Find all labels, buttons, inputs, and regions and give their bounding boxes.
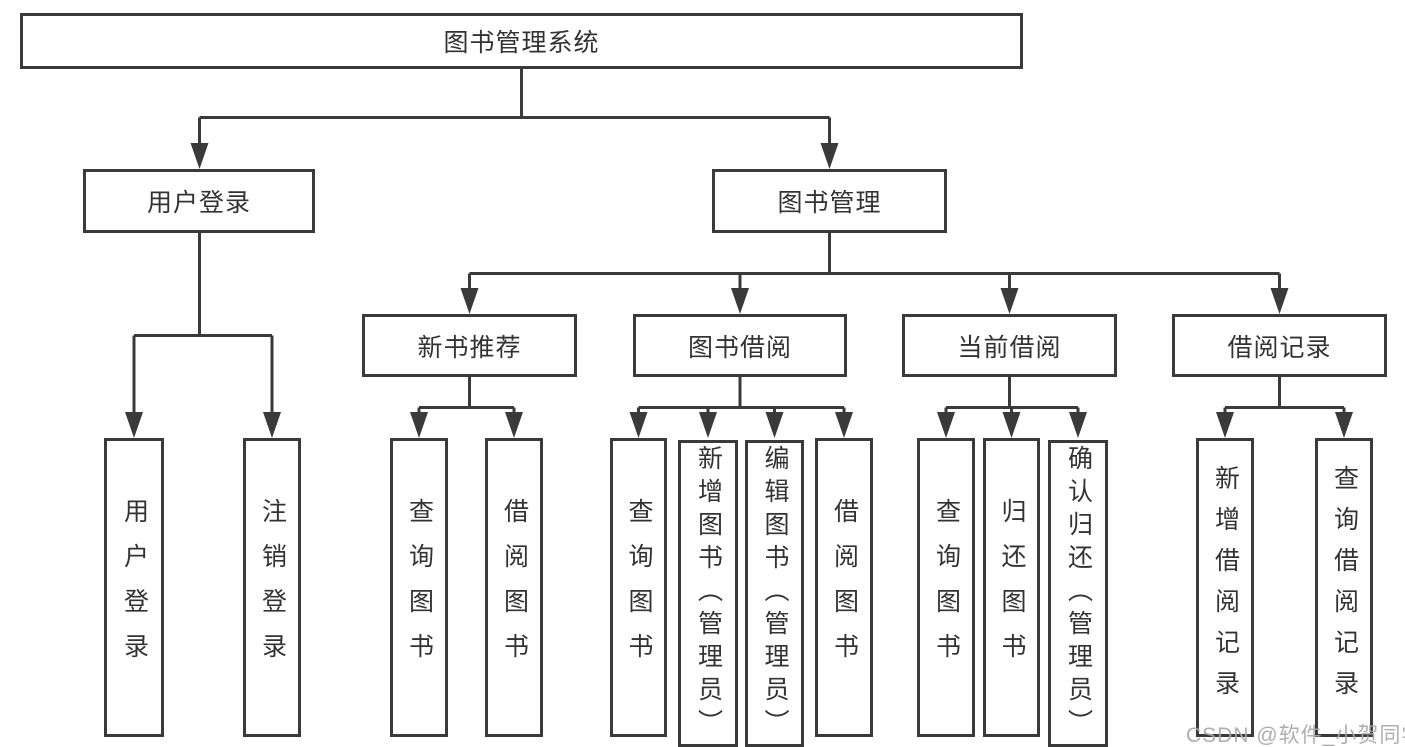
leaf-query-books-borrow: 查询图书 [610, 438, 667, 737]
arrowhead-down-icon [1002, 412, 1021, 438]
arrowhead-down-icon [1000, 288, 1019, 314]
arrowhead-down-icon [835, 412, 853, 438]
leaf-label: 新增借阅记录 [1211, 464, 1240, 711]
leaf-label: 借阅图书 [500, 497, 529, 678]
arrowhead-down-icon [1270, 288, 1289, 314]
node-label: 新书推荐 [417, 333, 522, 362]
node-borrow-records: 借阅记录 [1172, 314, 1387, 377]
node-label: 借阅记录 [1227, 333, 1332, 362]
leaf-add-borrow-record: 新增借阅记录 [1196, 438, 1254, 737]
arrowhead-down-icon [1069, 412, 1087, 438]
leaf-label: 归还图书 [998, 497, 1026, 678]
node-label: 图书借阅 [687, 333, 792, 362]
leaf-logout: 注销登录 [243, 438, 301, 737]
leaf-label: 查询图书 [932, 497, 961, 678]
leaf-borrow-books: 借阅图书 [815, 438, 873, 737]
edge-user-login-to-leaves [132, 233, 274, 415]
node-new-book-recommend: 新书推荐 [362, 314, 577, 377]
leaf-label: 借阅图书 [830, 497, 859, 678]
arrowhead-down-icon [190, 143, 209, 169]
leaf-edit-book-admin: 编辑图书（管理员） [745, 440, 804, 747]
leaf-label: 用户登录 [120, 497, 149, 678]
edge-book-borrow-to-leaves [637, 377, 846, 415]
edge-current-borrow-to-leaves [944, 377, 1080, 415]
arrowhead-down-icon [731, 288, 749, 314]
node-label: 用户登录 [146, 189, 251, 217]
arrowhead-down-icon [1335, 412, 1353, 438]
arrowhead-down-icon [263, 412, 281, 438]
arrowhead-down-icon [820, 143, 839, 169]
arrowhead-down-icon [765, 412, 784, 438]
leaf-borrow-books-recommend: 借阅图书 [485, 438, 543, 737]
arrowhead-down-icon [629, 412, 648, 438]
leaf-query-borrow-record: 查询借阅记录 [1315, 438, 1373, 737]
arrowhead-down-icon [410, 412, 428, 438]
node-user-login: 用户登录 [83, 169, 315, 233]
edge-borrow-records-to-leaves [1223, 377, 1346, 415]
leaf-add-book-admin: 新增图书（管理员） [678, 440, 738, 747]
edge-book-management-to-level3 [468, 233, 1281, 291]
arrowhead-down-icon [937, 412, 955, 438]
arrowhead-down-icon [505, 412, 523, 438]
arrowhead-down-icon [460, 288, 479, 314]
leaf-user-login: 用户登录 [104, 438, 164, 737]
node-book-borrow: 图书借阅 [633, 314, 847, 377]
edge-new-book-to-leaves [417, 377, 516, 415]
leaf-label: 确认归还（管理员） [1064, 445, 1093, 742]
leaf-label: 编辑图书（管理员） [761, 445, 789, 742]
leaf-return-book: 归还图书 [983, 438, 1040, 737]
node-root-system: 图书管理系统 [20, 13, 1023, 69]
edge-root-to-level2 [198, 69, 831, 146]
leaf-label: 查询借阅记录 [1330, 464, 1359, 711]
leaf-query-books-recommend: 查询图书 [390, 438, 448, 737]
leaf-label: 查询图书 [625, 497, 653, 678]
node-current-borrow: 当前借阅 [902, 314, 1117, 377]
arrowhead-down-icon [1216, 412, 1234, 438]
node-label: 图书管理系统 [443, 29, 600, 57]
csdn-watermark: CSDN @软件_小贺同学 [1186, 724, 1405, 747]
node-book-management: 图书管理 [712, 169, 947, 233]
node-label: 图书管理 [777, 189, 882, 217]
leaf-label: 新增图书（管理员） [694, 445, 723, 742]
leaf-label: 查询图书 [405, 497, 434, 678]
arrowhead-down-icon [699, 412, 717, 438]
leaf-confirm-return-admin: 确认归还（管理员） [1048, 440, 1108, 747]
node-label: 当前借阅 [957, 333, 1062, 362]
arrowhead-down-icon [125, 412, 143, 438]
leaf-label: 注销登录 [258, 497, 287, 678]
leaf-query-books-current: 查询图书 [917, 438, 975, 737]
